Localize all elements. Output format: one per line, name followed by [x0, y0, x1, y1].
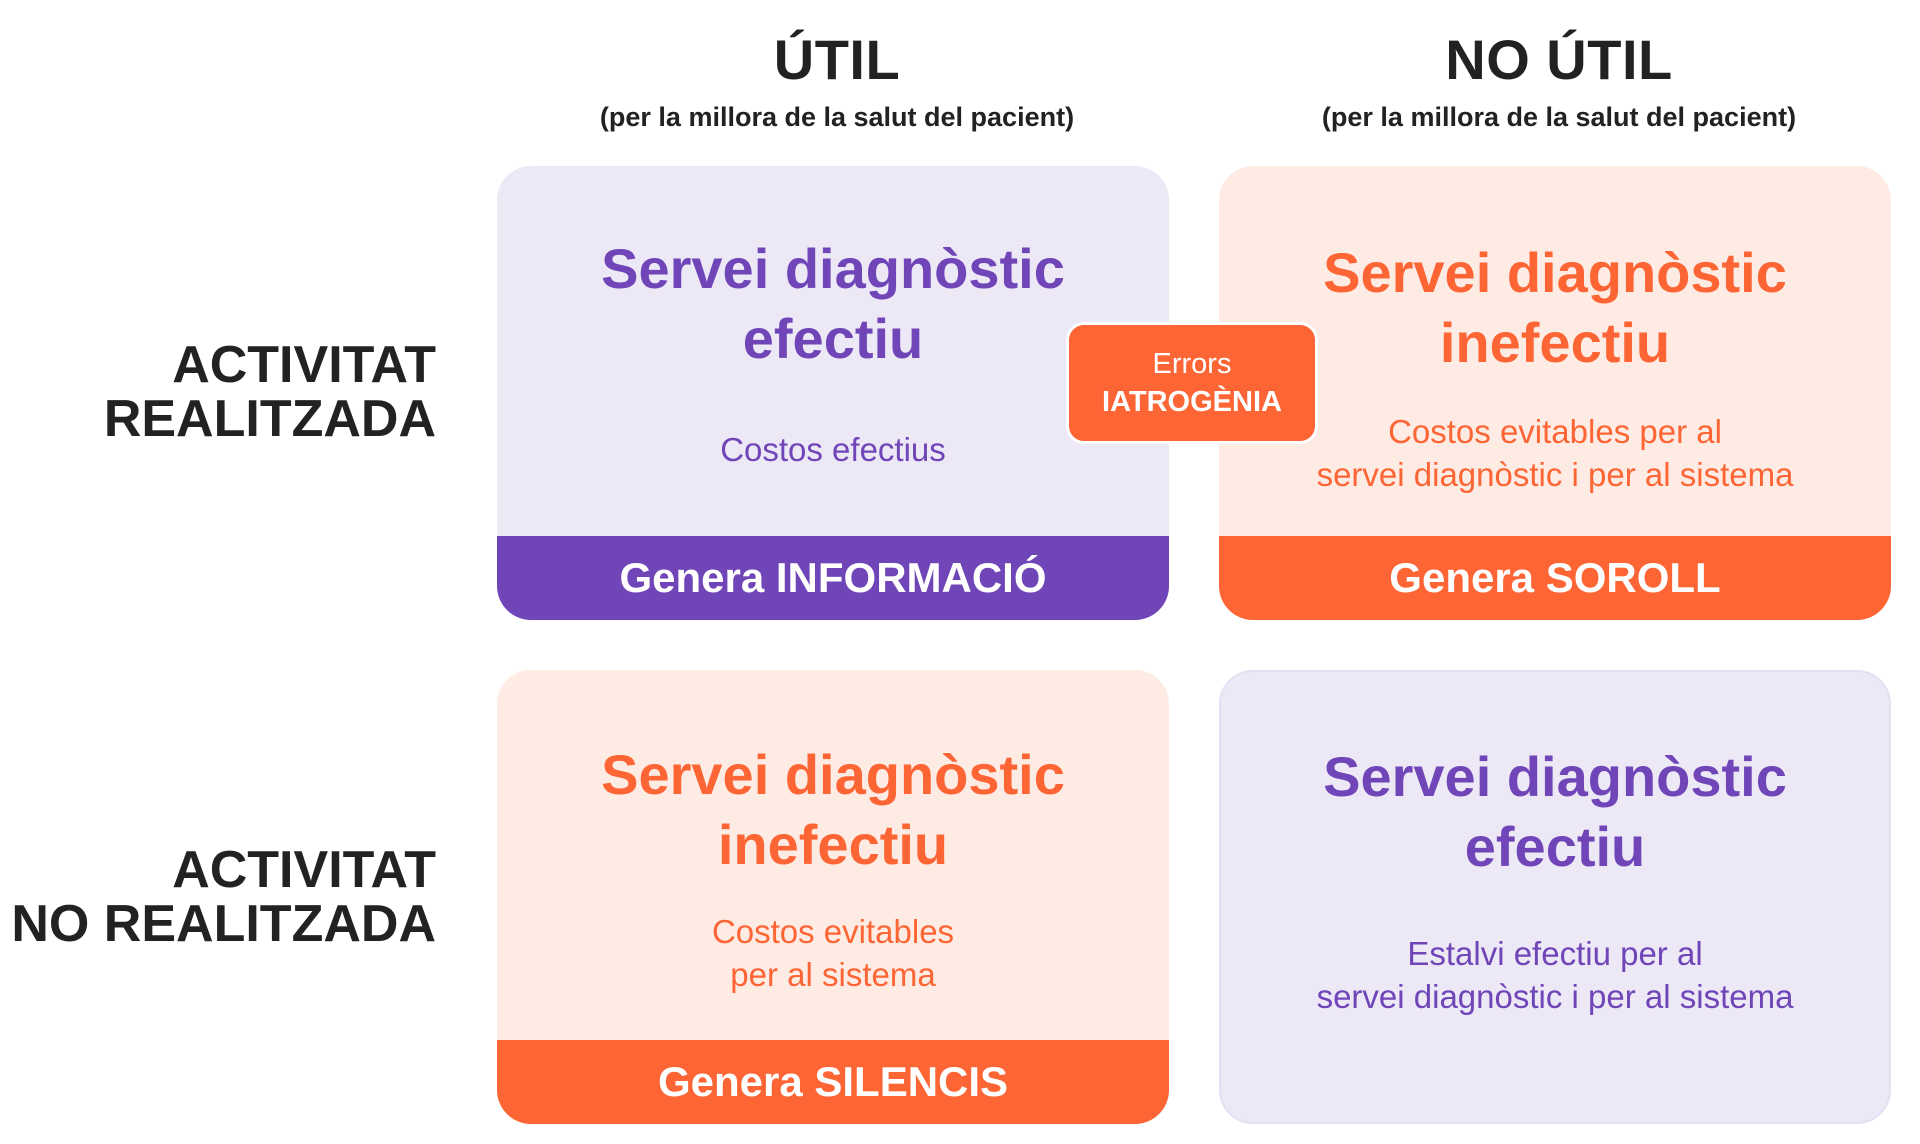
- cell-note: Costos evitables per al sistema: [497, 910, 1169, 996]
- row-label-no-realitzada: ACTIVITAT NO REALITZADA: [11, 843, 436, 951]
- cell-footer-banner: Genera SOROLL: [1219, 536, 1891, 620]
- cell-heading: Servei diagnòstic inefectiu: [497, 740, 1169, 880]
- row-label-line: NO REALITZADA: [11, 895, 436, 953]
- cell-heading-line: Servei diagnòstic: [601, 237, 1065, 300]
- column-title: ÚTIL: [773, 28, 901, 91]
- cell-no-util-realitzada: Servei diagnòstic inefectiu Costos evita…: [1219, 166, 1891, 620]
- cell-util-no-realitzada: Servei diagnòstic inefectiu Costos evita…: [497, 670, 1169, 1124]
- badge-line: Errors: [1152, 348, 1232, 380]
- cell-note-line: servei diagnòstic i per al sistema: [1316, 456, 1794, 493]
- cell-note-line: per al sistema: [730, 956, 936, 993]
- row-label-line: ACTIVITAT: [172, 336, 436, 394]
- cell-note: Costos evitables per al servei diagnòsti…: [1219, 410, 1891, 496]
- column-header-util: ÚTIL (per la millora de la salut del pac…: [497, 32, 1177, 133]
- cell-note-line: Costos efectius: [720, 431, 946, 468]
- column-header-no-util: NO ÚTIL (per la millora de la salut del …: [1219, 32, 1899, 133]
- cell-heading-line: inefectiu: [717, 813, 949, 876]
- cell-heading: Servei diagnòstic efectiu: [1221, 742, 1889, 882]
- iatrogenia-errors-badge: Errors IATROGÈNIA: [1066, 322, 1318, 444]
- cell-heading-line: efectiu: [742, 307, 924, 370]
- cell-no-util-no-realitzada: Servei diagnòstic efectiu Estalvi efecti…: [1219, 670, 1891, 1124]
- cell-note: Costos efectius: [497, 428, 1169, 471]
- row-label-realitzada: ACTIVITAT REALITZADA: [104, 338, 436, 446]
- column-subtitle: (per la millora de la salut del pacient): [599, 102, 1075, 132]
- cell-note-line: Costos evitables: [711, 913, 955, 950]
- cell-heading: Servei diagnòstic inefectiu: [1219, 238, 1891, 378]
- column-title: NO ÚTIL: [1445, 28, 1673, 91]
- cell-heading-line: Servei diagnòstic: [1323, 745, 1787, 808]
- row-label-line: REALITZADA: [103, 390, 436, 448]
- row-label-line: ACTIVITAT: [172, 841, 436, 899]
- column-subtitle: (per la millora de la salut del pacient): [1321, 102, 1797, 132]
- cell-note-line: Estalvi efectiu per al: [1407, 935, 1703, 972]
- cell-heading: Servei diagnòstic efectiu: [497, 234, 1169, 374]
- cell-note-line: servei diagnòstic i per al sistema: [1316, 978, 1794, 1015]
- cell-heading-line: efectiu: [1464, 815, 1646, 878]
- cell-note: Estalvi efectiu per al servei diagnòstic…: [1221, 932, 1889, 1018]
- cell-util-realitzada: Servei diagnòstic efectiu Costos efectiu…: [497, 166, 1169, 620]
- cell-note-line: Costos evitables per al: [1388, 413, 1722, 450]
- cell-heading-line: Servei diagnòstic: [1323, 241, 1787, 304]
- cell-heading-line: Servei diagnòstic: [601, 743, 1065, 806]
- cell-footer-banner: Genera SILENCIS: [497, 1040, 1169, 1124]
- cell-footer-banner: Genera INFORMACIÓ: [497, 536, 1169, 620]
- badge-line: IATROGÈNIA: [1102, 386, 1282, 418]
- cell-heading-line: inefectiu: [1439, 311, 1671, 374]
